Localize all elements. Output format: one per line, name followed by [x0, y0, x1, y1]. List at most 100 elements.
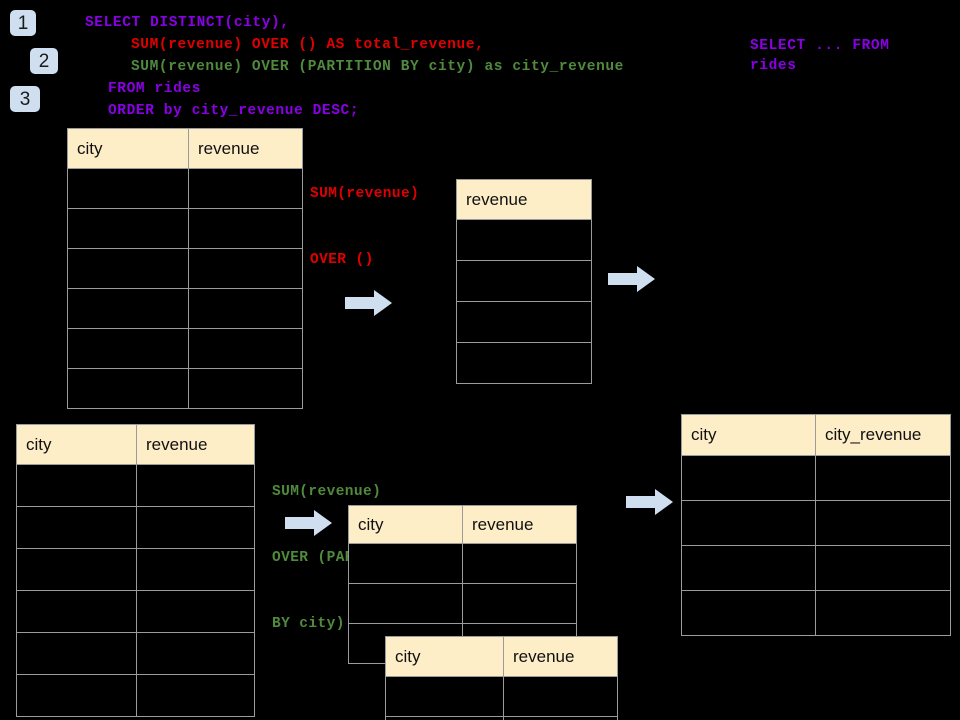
- column-header-revenue: revenue: [136, 424, 255, 465]
- sql-line-total-revenue: SUM(revenue) OVER () AS total_revenue,: [131, 37, 485, 53]
- annotation-sum-over-partition-line3: BY city): [272, 616, 345, 632]
- table-row: [67, 248, 303, 289]
- cell: [16, 590, 137, 633]
- cell: [67, 208, 189, 249]
- cell: [67, 288, 189, 329]
- column-header-revenue: revenue: [462, 505, 577, 544]
- step-badge-3-label: 3: [19, 88, 31, 110]
- table-row: [456, 342, 592, 384]
- table-row: [681, 500, 951, 546]
- cell: [136, 464, 255, 507]
- cell: [681, 455, 816, 501]
- step-badge-2-label: 2: [38, 50, 50, 72]
- table-partition-back: city revenue: [348, 505, 577, 664]
- column-header-revenue: revenue: [188, 128, 303, 169]
- cell: [188, 288, 303, 329]
- cell: [67, 328, 189, 369]
- table-row: [348, 543, 577, 584]
- cell: [188, 168, 303, 209]
- cell: [462, 543, 577, 584]
- table-header-row: city revenue: [16, 424, 255, 465]
- sql-side-note-line1: SELECT ... FROM: [750, 38, 890, 54]
- arrow-right-icon-3: [285, 510, 332, 536]
- cell: [16, 506, 137, 549]
- cell: [136, 674, 255, 717]
- table-row: [67, 368, 303, 409]
- annotation-sum-over-empty-line2: OVER (): [310, 252, 374, 268]
- column-header-city: city: [681, 414, 816, 456]
- cell: [188, 368, 303, 409]
- cell: [681, 500, 816, 546]
- cell: [16, 632, 137, 675]
- cell: [503, 716, 618, 720]
- table-row: [681, 590, 951, 636]
- arrow-right-icon-1: [345, 290, 392, 316]
- table-row: [16, 548, 255, 591]
- cell: [16, 674, 137, 717]
- cell: [67, 168, 189, 209]
- cell: [815, 590, 951, 636]
- table-total-revenue: revenue: [456, 179, 592, 384]
- arrow-right-icon-4: [626, 489, 673, 515]
- cell: [16, 548, 137, 591]
- table-row: [348, 583, 577, 624]
- cell: [503, 676, 618, 717]
- column-header-city: city: [67, 128, 189, 169]
- column-header-city: city: [385, 636, 504, 677]
- cell: [815, 500, 951, 546]
- cell: [136, 590, 255, 633]
- table-row: [16, 632, 255, 675]
- cell: [815, 545, 951, 591]
- cell: [188, 328, 303, 369]
- cell: [348, 543, 463, 584]
- cell: [456, 219, 592, 261]
- table-row: [385, 676, 618, 717]
- table-rides-bottom: city revenue: [16, 424, 255, 717]
- table-row: [67, 328, 303, 369]
- column-header-revenue: revenue: [503, 636, 618, 677]
- annotation-sum-over-empty: SUM(revenue) OVER (): [310, 139, 419, 315]
- sql-line-from: FROM rides: [108, 81, 202, 97]
- annotation-sum-over-empty-line1: SUM(revenue): [310, 186, 420, 202]
- step-badge-1: 1: [10, 10, 36, 36]
- table-row: [681, 455, 951, 501]
- table-row: [67, 208, 303, 249]
- cell: [136, 548, 255, 591]
- column-header-city: city: [16, 424, 137, 465]
- table-result: city city_revenue: [681, 414, 951, 636]
- step-badge-2: 2: [30, 48, 58, 74]
- cell: [67, 248, 189, 289]
- column-header-city-revenue: city_revenue: [815, 414, 951, 456]
- table-row: [16, 506, 255, 549]
- table-row: [67, 288, 303, 329]
- cell: [681, 590, 816, 636]
- sql-line-select: SELECT DISTINCT(city),: [85, 15, 290, 31]
- table-row: [16, 464, 255, 507]
- cell: [16, 464, 137, 507]
- cell: [456, 301, 592, 343]
- cell: [348, 583, 463, 624]
- table-row: [681, 545, 951, 591]
- table-row: [456, 301, 592, 343]
- cell: [462, 583, 577, 624]
- cell: [681, 545, 816, 591]
- table-header-row: city revenue: [348, 505, 577, 544]
- column-header-city: city: [348, 505, 463, 544]
- cell: [385, 676, 504, 717]
- cell: [136, 632, 255, 675]
- cell: [67, 368, 189, 409]
- cell: [188, 248, 303, 289]
- table-rides-top: city revenue: [67, 128, 303, 409]
- cell: [456, 342, 592, 384]
- sql-line-order-by: ORDER by city_revenue DESC;: [108, 103, 360, 119]
- table-header-row: revenue: [456, 179, 592, 220]
- sql-side-note-line2: rides: [750, 58, 797, 74]
- table-header-row: city city_revenue: [681, 414, 951, 456]
- table-row: [16, 674, 255, 717]
- cell: [385, 716, 504, 720]
- step-badge-1-label: 1: [17, 12, 29, 34]
- annotation-sum-over-partition-line1: SUM(revenue): [272, 484, 382, 500]
- table-row: [456, 260, 592, 302]
- cell: [136, 506, 255, 549]
